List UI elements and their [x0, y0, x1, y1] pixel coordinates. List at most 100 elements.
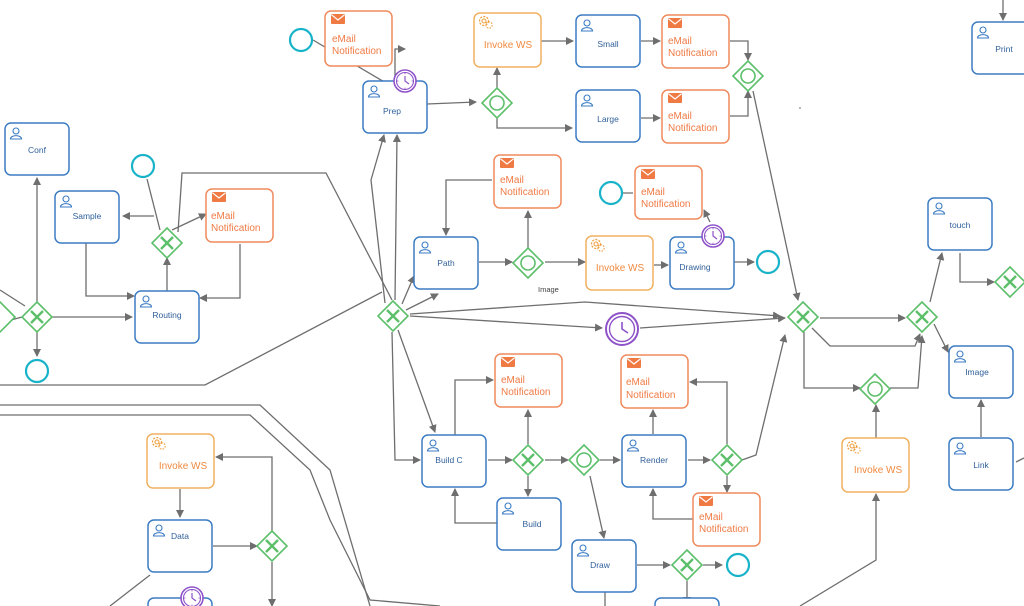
envelope-icon — [330, 13, 346, 25]
email-task[interactable]: eMail Notification — [324, 10, 393, 67]
end-event[interactable] — [598, 180, 624, 206]
flow — [215, 453, 273, 532]
email-task[interactable]: eMail Notification — [494, 353, 563, 408]
dot-marker — [799, 107, 801, 109]
task-label: Build C — [435, 455, 462, 465]
event-gateway[interactable] — [731, 59, 765, 93]
task-touch[interactable]: touch — [927, 197, 993, 251]
event-gateway[interactable] — [480, 86, 514, 120]
exclusive-gateway[interactable] — [670, 548, 704, 582]
task-label: Path — [437, 258, 455, 268]
task-routing[interactable]: Routing — [134, 290, 200, 344]
email-label-line2: Notification — [699, 524, 748, 535]
task-label: Routing — [152, 310, 182, 320]
circle-icon — [576, 452, 592, 468]
task-drawing[interactable]: Drawing — [669, 236, 735, 290]
task-data[interactable]: Data — [147, 519, 213, 573]
envelope-icon — [499, 157, 515, 169]
envelope-icon — [500, 356, 516, 368]
exclusive-gateway[interactable] — [511, 443, 545, 477]
task-label: Image — [965, 367, 989, 377]
task-label: Drawing — [679, 262, 710, 272]
exclusive-gateway[interactable] — [905, 300, 939, 334]
exclusive-gateway[interactable] — [376, 299, 410, 333]
task-prep[interactable]: Prep — [362, 80, 428, 134]
clock-icon[interactable] — [180, 586, 204, 606]
event-gateway[interactable] — [567, 443, 601, 477]
x-icon — [915, 310, 929, 324]
end-event[interactable] — [288, 27, 314, 53]
email-label-line1: eMail — [500, 175, 524, 186]
flow — [397, 329, 437, 433]
task-label: touch — [950, 220, 971, 230]
email-task[interactable]: eMail Notification — [661, 14, 730, 69]
email-task[interactable]: eMail Notification — [620, 354, 689, 409]
task-label: Small — [597, 39, 618, 49]
task-image[interactable]: Image — [948, 345, 1014, 399]
task-link[interactable]: Link — [948, 437, 1014, 491]
flow — [929, 252, 945, 303]
flow — [409, 301, 781, 320]
timer-events — [180, 69, 725, 606]
event-gateway[interactable] — [858, 372, 892, 406]
task-label: Draw — [590, 560, 611, 570]
task-build-c[interactable]: Build C — [421, 434, 487, 488]
clock-icon[interactable] — [393, 69, 417, 93]
task-sample[interactable]: Sample — [54, 190, 120, 244]
flow — [392, 134, 401, 301]
invoke-ws-task[interactable]: Invoke WS — [146, 433, 215, 489]
task-small[interactable]: Small — [575, 14, 641, 68]
email-task[interactable]: eMail Notification — [493, 154, 562, 209]
email-task[interactable]: eMail Notification — [205, 188, 274, 243]
end-event[interactable] — [24, 358, 50, 384]
x-icon — [386, 309, 400, 323]
flow — [703, 209, 711, 223]
circle-icon — [867, 381, 883, 397]
email-task[interactable]: eMail Notification — [661, 89, 730, 144]
exclusive-gateway[interactable] — [150, 226, 184, 260]
clock-icon[interactable] — [701, 224, 725, 248]
exclusive-gateway[interactable] — [786, 300, 820, 334]
exclusive-gateway-partial[interactable] — [0, 300, 17, 334]
exclusive-gateway[interactable] — [255, 529, 289, 563]
email-label-line1: eMail — [699, 512, 723, 523]
flow — [689, 378, 728, 444]
flow — [0, 291, 383, 386]
task-large[interactable]: Large — [575, 89, 641, 143]
exclusive-gateway[interactable] — [20, 300, 54, 334]
task-print[interactable]: Print — [971, 21, 1024, 75]
email-label-line1: eMail — [501, 375, 525, 386]
invoke-ws-task[interactable]: Invoke WS — [841, 437, 910, 493]
flow — [890, 335, 926, 389]
task-conf[interactable]: Conf — [4, 122, 70, 176]
flow — [752, 90, 801, 301]
flow — [730, 90, 752, 117]
flow — [0, 404, 371, 606]
task-render[interactable]: Render — [621, 434, 687, 488]
flow — [442, 179, 492, 236]
email-label-line2: Notification — [501, 387, 550, 398]
task-path[interactable]: Path — [413, 236, 479, 290]
end-event[interactable] — [755, 249, 781, 275]
invoke-ws-task[interactable]: Invoke WS — [585, 235, 654, 291]
end-event[interactable] — [130, 153, 156, 179]
exclusive-gateway[interactable] — [993, 265, 1024, 299]
task-draw[interactable]: Draw — [571, 539, 637, 593]
task-build[interactable]: Build — [496, 497, 562, 551]
end-event[interactable] — [725, 552, 751, 578]
x-icon — [720, 453, 734, 467]
flow — [391, 331, 421, 464]
flow — [496, 118, 573, 132]
invoke-ws-label: Invoke WS — [484, 40, 533, 51]
flow — [741, 334, 788, 461]
timer-event-large[interactable] — [605, 312, 639, 346]
task-partial-bottom-center[interactable] — [654, 597, 720, 606]
email-task[interactable]: eMail Notification — [634, 165, 703, 220]
event-gateway[interactable] — [511, 246, 545, 280]
invoke-ws-task[interactable]: Invoke WS — [473, 12, 542, 68]
flow — [177, 172, 393, 301]
exclusive-gateway[interactable] — [710, 443, 744, 477]
email-task[interactable]: eMail Notification — [692, 492, 761, 547]
x-icon — [160, 236, 174, 250]
